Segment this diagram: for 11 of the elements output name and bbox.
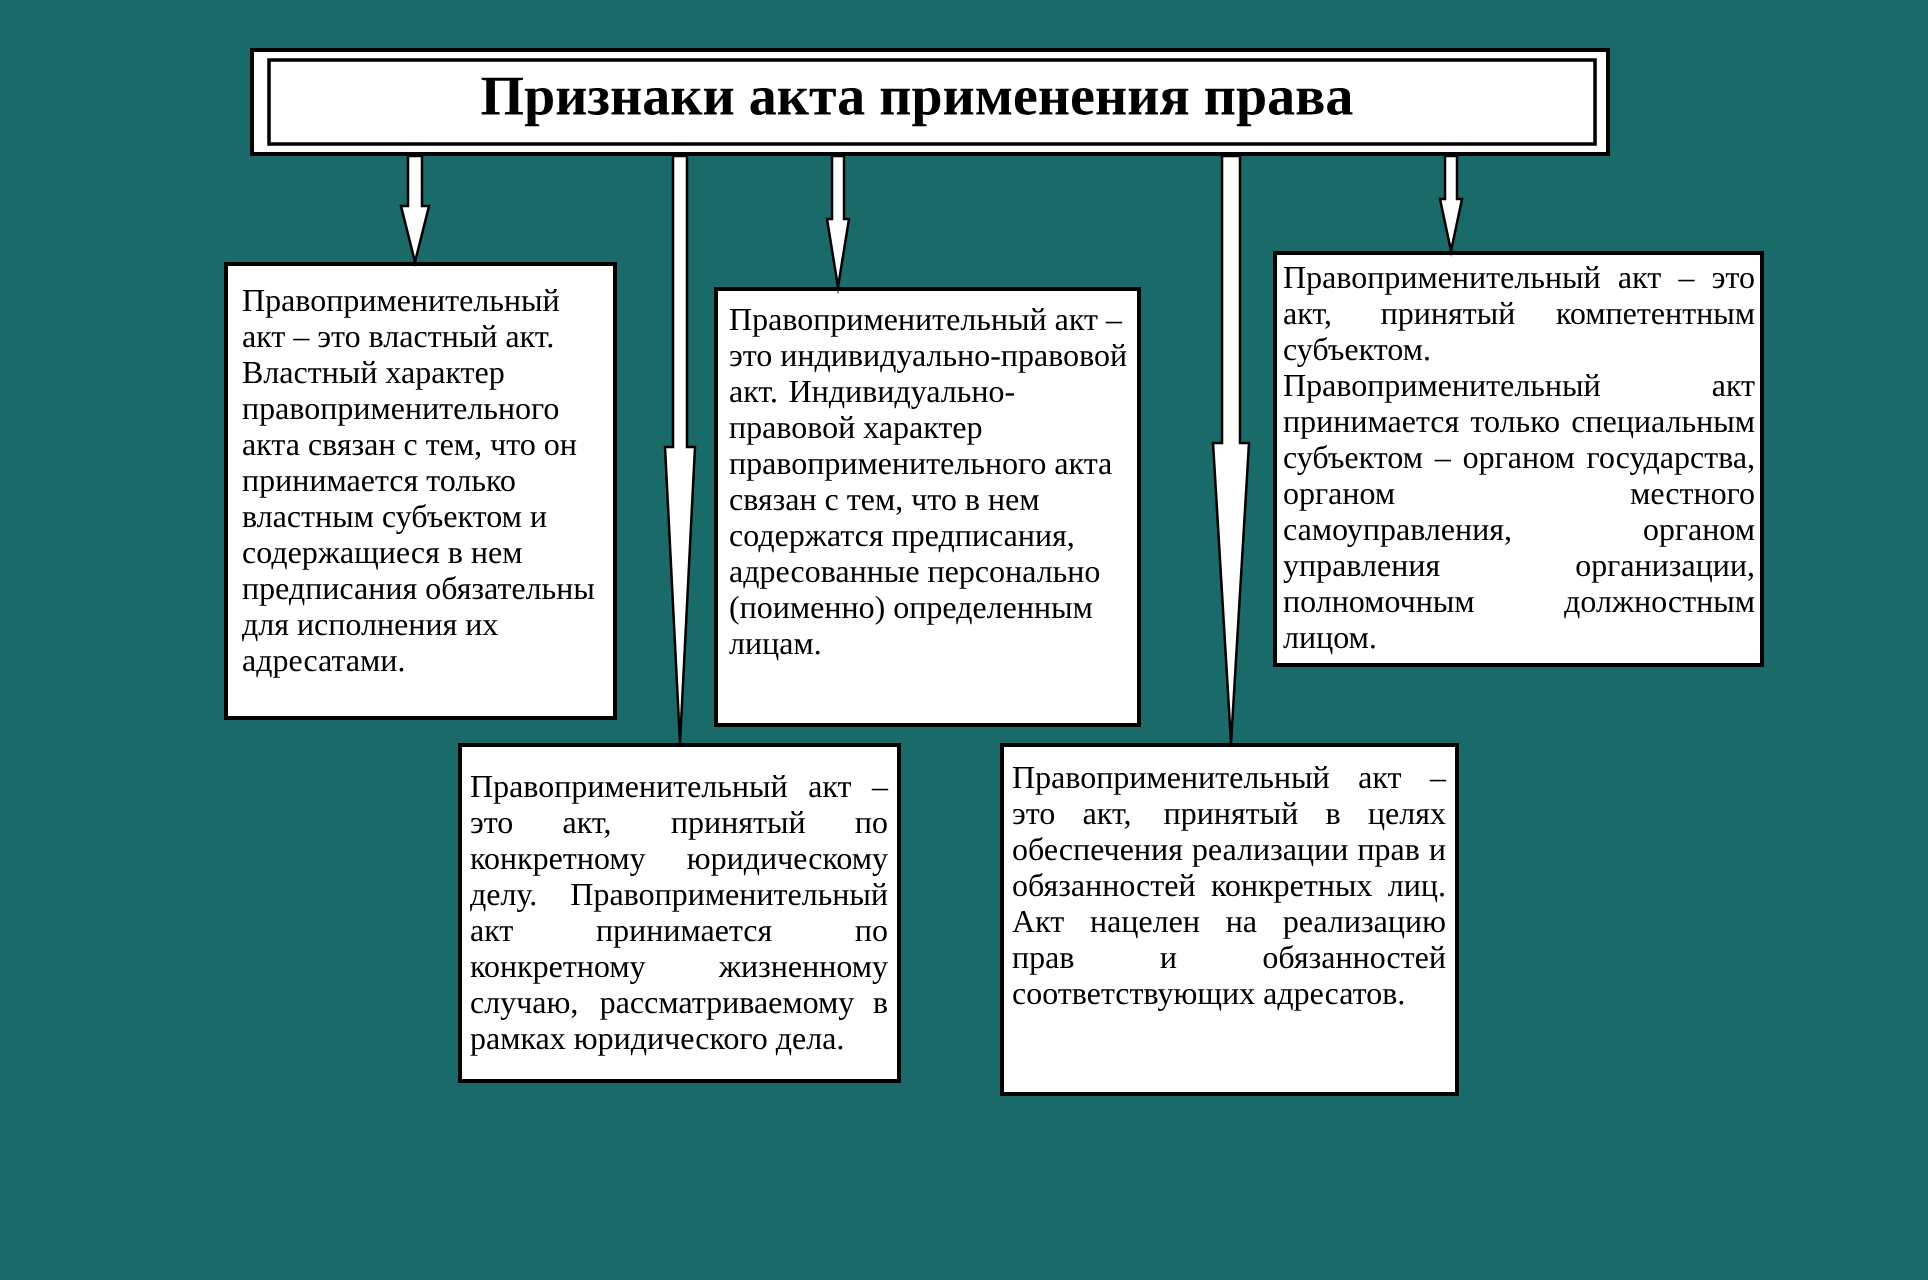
text-box: Правоприменительный акт – это властный акт. Властный характер правоприменительного акта связан с тем, что он принимается только властным субъектом и содержащиеся в нем предписания обязательны для исполнения их адресатами.: [224, 262, 617, 720]
text-box: Правоприменительный акт – это индивидуально-правовой акт. Индивидуально-правовой характер правоприменительного акта связан с тем, что в нем содержатся предписания, адресованные персонально (поименно) определенным лицам.: [714, 287, 1141, 727]
text-box: Правоприменительный акт – это акт, принятый по конкретному юридическому делу. Правоприменительный акт принимается по конкретному жизненному случаю, рассматриваемому в рамках юридического дела.: [458, 743, 901, 1083]
arrow: [399, 154, 431, 268]
arrow: [1438, 154, 1464, 258]
arrow: [1211, 154, 1251, 745]
title-box: Признаки акта применения права: [250, 48, 1610, 156]
text-box: Правоприменительный акт – это акт, принятый в целях обеспечения реализации прав и обязанностей конкретных лиц. Акт нацелен на реализацию прав и обязанностей соответствующих адресатов.: [1000, 743, 1459, 1096]
text-box: Правоприменительный акт – это акт, принятый компетентным субъектом. Правоприменительный акт принимается только специальным субъектом – органом государства, органом местного самоуправления, органом управления организации, полномочным должностным лицом.: [1273, 251, 1764, 667]
arrow: [663, 154, 697, 745]
arrow: [825, 154, 851, 295]
